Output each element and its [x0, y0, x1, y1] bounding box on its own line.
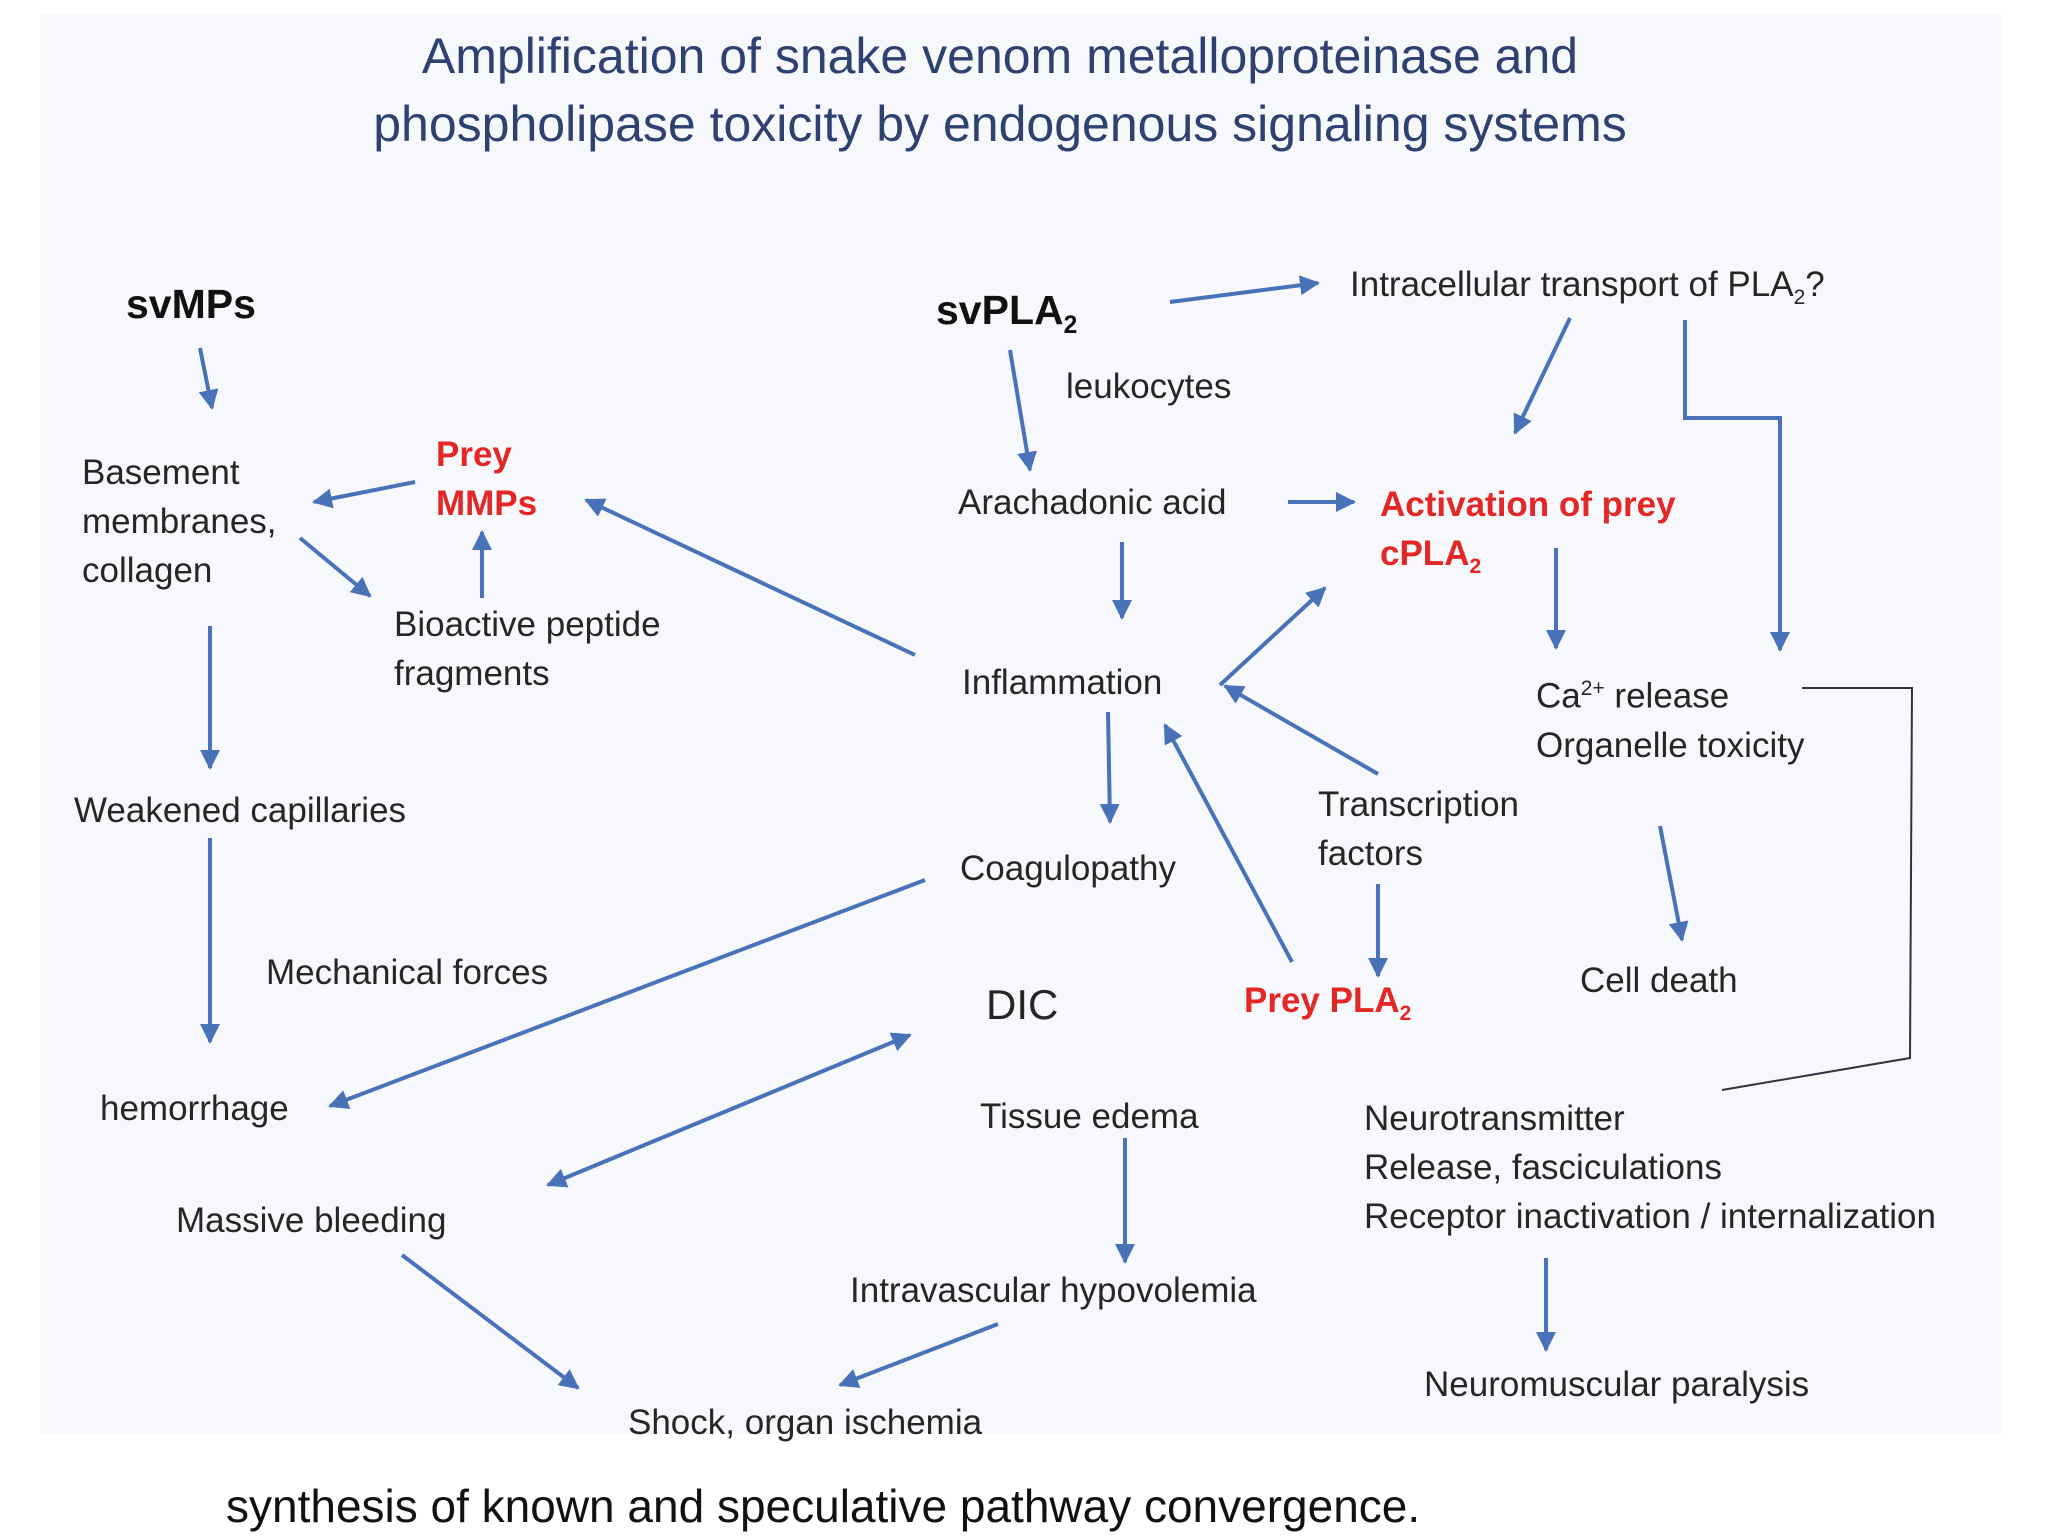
node-svmps: svMPs [126, 281, 256, 327]
node-basement-membranes: Basement membranes, collagen [82, 448, 277, 595]
ca-text: Ca [1536, 676, 1581, 716]
node-shock-organ-ischemia: Shock, organ ischemia [628, 1403, 983, 1442]
node-cell-death: Cell death [1580, 961, 1738, 1000]
arrow-intracellular-to-activation [1513, 317, 1572, 435]
arrow-inflammation-to-coagulopathy [1099, 711, 1120, 824]
diagram-panel [40, 14, 2002, 1434]
intracellular-text: Intracellular transport of PLA [1350, 265, 1794, 304]
arrow-intracellular-to-organelle [1683, 320, 1790, 652]
arrow-organelle-to-cell-death [1658, 825, 1689, 942]
node-neurotransmitter: Neurotransmitter Release, fasciculations… [1364, 1094, 1936, 1241]
node-weakened-capillaries: Weakened capillaries [74, 791, 407, 830]
node-inflammation: Inflammation [962, 663, 1163, 702]
organelle-line: Organelle toxicity [1536, 725, 1805, 765]
prey-mmps-line-2: MMPs [436, 484, 538, 523]
basement-line-3: collagen [82, 551, 213, 590]
arrow-inflammation-to-activation [1218, 586, 1327, 687]
diagram-title: Amplification of snake venom metalloprot… [250, 22, 1750, 158]
arrow-massive-bleeding-to-shock [400, 1253, 580, 1390]
svpla2-text: svPLA [936, 287, 1064, 333]
neuro-line-2: Release, fasciculations [1364, 1148, 1722, 1187]
node-hemorrhage: hemorrhage [100, 1089, 289, 1128]
ca-release-line: Ca2+ release [1536, 664, 1804, 721]
arrow-svmps-to-basement [198, 347, 219, 410]
neuro-line-1: Neurotransmitter [1364, 1099, 1625, 1138]
node-intracellular-transport: Intracellular transport of PLA2? [1350, 260, 1825, 322]
node-arachadonic-acid: Arachadonic acid [958, 483, 1227, 522]
node-dic: DIC [986, 981, 1059, 1028]
release-text: release [1604, 676, 1730, 716]
node-mechanical-forces: Mechanical forces [266, 953, 549, 992]
arrow-svpla2-to-arachadonic [1008, 349, 1037, 472]
basement-line-1: Basement [82, 453, 240, 492]
node-bioactive-peptide: Bioactive peptide fragments [394, 600, 661, 698]
activation-cpla-text: cPLA [1380, 534, 1470, 573]
title-line-2: phospholipase toxicity by endogenous sig… [373, 96, 1627, 152]
transcription-line-2: factors [1318, 834, 1424, 873]
neuro-line-3: Receptor inactivation / internalization [1364, 1197, 1936, 1236]
activation-line-1: Activation of prey [1380, 485, 1676, 524]
svpla2-subscript: 2 [1063, 312, 1078, 340]
arrow-basement-to-bioactive [298, 536, 372, 598]
node-tissue-edema: Tissue edema [980, 1097, 1199, 1136]
node-coagulopathy: Coagulopathy [960, 849, 1176, 888]
arrow-prey-mmps-to-basement [312, 480, 416, 509]
basement-line-2: membranes, [82, 502, 277, 541]
node-intravascular-hypovolemia: Intravascular hypovolemia [850, 1271, 1257, 1310]
caption: synthesis of known and speculative pathw… [226, 1480, 1421, 1532]
prey-mmps-line-1: Prey [436, 435, 512, 474]
node-ca-organelle: Ca2+ release Organelle toxicity [1536, 664, 1804, 770]
node-leukocytes: leukocytes [1066, 367, 1232, 406]
ca-superscript: 2+ [1580, 677, 1605, 700]
arrow-dic-to-massive-bleeding [546, 1032, 912, 1188]
arrow-svpla2-to-intracellular [1169, 275, 1320, 304]
node-massive-bleeding: Massive bleeding [176, 1201, 447, 1240]
intracellular-subscript: 2 [1793, 286, 1806, 309]
prey-pla2-text: Prey PLA [1244, 981, 1400, 1020]
node-neuromuscular-paralysis: Neuromuscular paralysis [1424, 1365, 1810, 1404]
node-transcription-factors: Transcription factors [1318, 780, 1519, 878]
prey-pla2-subscript: 2 [1399, 1002, 1412, 1025]
intracellular-question: ? [1805, 265, 1825, 304]
node-svpla2: svPLA2 [936, 286, 1077, 350]
transcription-line-1: Transcription [1318, 785, 1519, 824]
arrow-transcription-to-inflammation [1223, 684, 1379, 776]
bioactive-line-1: Bioactive peptide [394, 605, 661, 644]
arrow-inflammation-to-prey-mmps [584, 498, 916, 657]
arrow-hypovolemia-to-shock [838, 1322, 999, 1388]
arrow-coagulopathy-to-hemorrhage [328, 878, 926, 1109]
bracket-ca-release-to-neuro [1721, 687, 1914, 1091]
title-line-1: Amplification of snake venom metalloprot… [421, 28, 1579, 84]
bioactive-line-2: fragments [394, 654, 550, 693]
node-activation-cpla2: Activation of prey cPLA2 [1380, 480, 1676, 591]
activation-line-2: cPLA2 [1380, 529, 1676, 591]
node-prey-mmps: Prey MMPs [436, 430, 537, 528]
arrow-prey-pla2-to-inflammation [1163, 723, 1294, 963]
node-prey-pla2: Prey PLA2 [1244, 976, 1411, 1038]
activation-subscript: 2 [1469, 555, 1482, 578]
